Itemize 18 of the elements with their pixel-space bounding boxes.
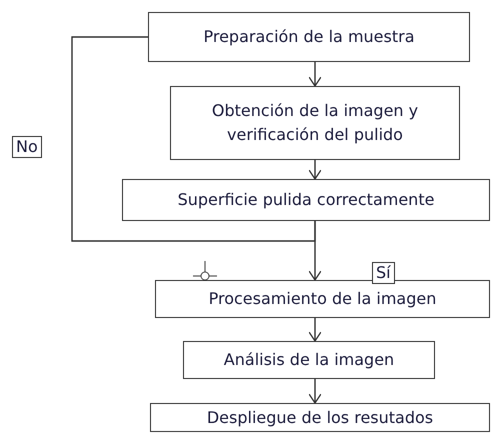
- process-box: [148, 12, 470, 62]
- box-text: Preparación de la muestra: [203, 26, 415, 48]
- box-text: Despliegue de los resutados: [206, 406, 434, 428]
- box-text: Análisis de la imagen: [224, 349, 394, 371]
- process-box: [122, 179, 490, 221]
- edge-label: No: [12, 136, 42, 158]
- process-box: [155, 280, 490, 318]
- connector-arrow: [308, 379, 322, 404]
- process-box: [183, 341, 435, 379]
- connector-arrow: [308, 62, 322, 87]
- connector-arrow: [308, 160, 322, 180]
- box-text: Procesamiento de la imagen: [208, 288, 436, 310]
- box-text: Superficie pulida correctamente: [178, 189, 434, 211]
- process-box: [170, 86, 460, 160]
- process-box: [150, 403, 490, 432]
- box-text: Obtención de la imagen y verificación del pulido: [210, 100, 420, 146]
- edge-label: Sí: [372, 262, 395, 284]
- connector-arrow: [308, 318, 322, 342]
